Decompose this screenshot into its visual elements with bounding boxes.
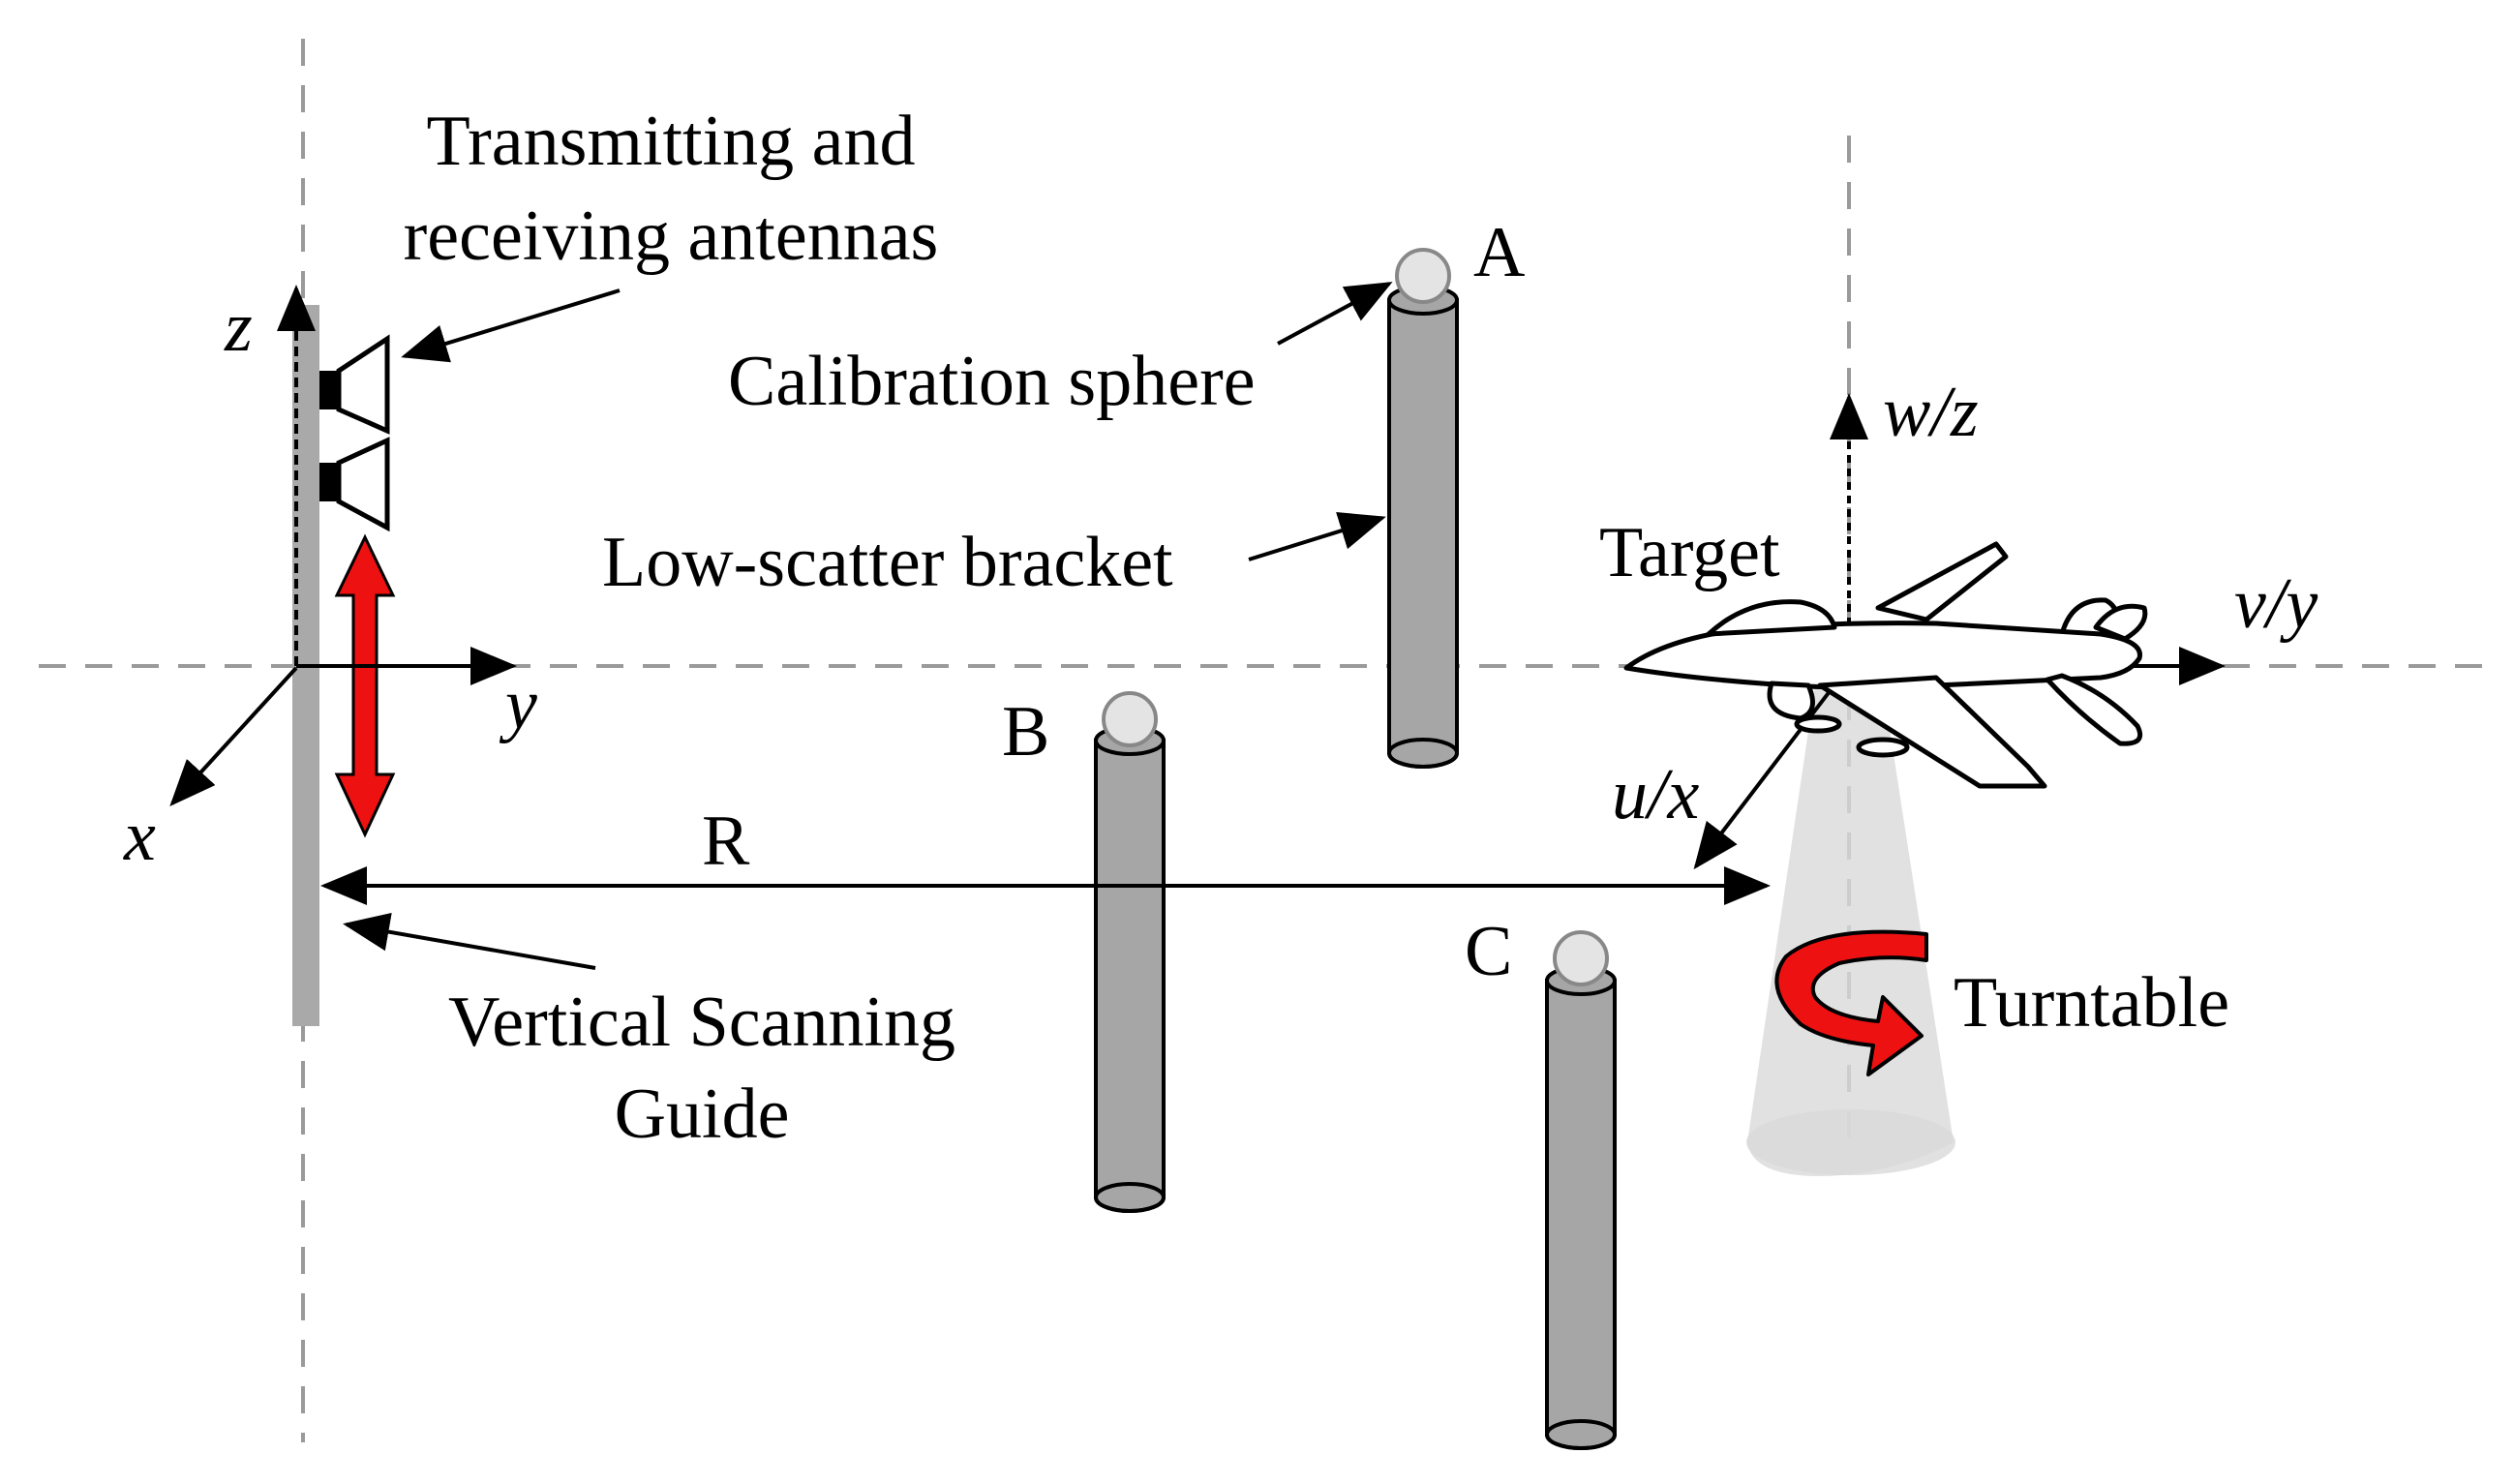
guide-label-line1: Vertical Scanning (448, 983, 955, 1062)
pillar-c (1545, 930, 1617, 1450)
scanner-assembly (277, 285, 396, 1026)
antenna-lower (319, 437, 390, 532)
bracket-leader (1248, 511, 1386, 561)
point-a-label: A (1473, 213, 1525, 292)
target-aircraft (1623, 541, 2148, 789)
aircraft-far-tailfin-2 (2093, 603, 2148, 642)
radar-coordinate-axes: z y x (123, 288, 537, 876)
target-coordinate-axes: w/z v/y u/x (1612, 373, 2318, 870)
axis-u-arrow (1693, 664, 1851, 870)
calibration-sphere-c (1553, 930, 1609, 986)
leader-arrows (343, 282, 1393, 970)
aircraft-near-tailplane (2045, 673, 2143, 746)
turntable-label: Turntable (1954, 963, 2229, 1043)
calibration-sphere-a (1395, 248, 1451, 304)
calibration-sphere-label: Calibration sphere (728, 342, 1256, 421)
low-scatter-bracket-c (1545, 979, 1617, 1450)
turntable-base (1746, 1109, 1955, 1175)
range-arrow: R (320, 802, 1771, 905)
low-scatter-bracket-b (1094, 739, 1166, 1213)
axis-x-label: x (123, 797, 156, 876)
low-scatter-bracket-label: Low-scatter bracket (602, 523, 1173, 602)
axis-y-label: y (499, 665, 537, 744)
antenna-lower-horn (336, 437, 390, 532)
axis-x-arrow (169, 666, 298, 806)
antenna-upper-horn (336, 334, 390, 435)
antennas-label-line2: receiving antennas (404, 197, 939, 276)
aircraft-near-wing (1817, 675, 2047, 789)
guide-label-line2: Guide (615, 1075, 790, 1154)
calibration-sphere-leader (1277, 282, 1393, 346)
aircraft-canopy (1706, 599, 1837, 637)
pillar-b (1094, 691, 1166, 1213)
axis-w-label: w/z (1883, 373, 1979, 452)
pillar-a-bottom (1387, 738, 1459, 769)
antennas-leader (401, 288, 621, 363)
aircraft-intake (1767, 681, 1815, 721)
target-label: Target (1599, 513, 1780, 592)
point-c-label: C (1465, 912, 1512, 991)
pillar-a (1387, 248, 1459, 769)
double-headed-scan-arrow (334, 533, 396, 838)
low-scatter-bracket-a (1387, 298, 1459, 769)
aircraft-store-2 (1856, 737, 1910, 758)
aircraft-far-wing (1875, 541, 2009, 622)
calibration-sphere-b (1102, 691, 1158, 747)
pillar-b-bottom (1094, 1182, 1166, 1213)
range-label: R (702, 802, 750, 881)
axis-v-label: v/y (2234, 564, 2318, 644)
aircraft-store-1 (1794, 714, 1842, 734)
turntable-rotation-arrow (1774, 929, 1928, 1076)
antenna-upper (319, 334, 390, 435)
text-labels: Transmitting and receiving antennas Cali… (404, 102, 2229, 1154)
antenna-upper-feed (319, 371, 339, 409)
point-b-label: B (1002, 692, 1049, 772)
antenna-lower-feed (319, 463, 339, 501)
axis-u-label: u/x (1612, 755, 1700, 834)
axis-z-label: z (224, 288, 253, 367)
pillar-c-bottom (1545, 1419, 1617, 1450)
scan-direction-arrow (334, 533, 396, 838)
guide-leader (343, 912, 596, 970)
antennas-label-line1: Transmitting and (426, 102, 915, 181)
rotation-arrow-icon (1774, 929, 1928, 1076)
